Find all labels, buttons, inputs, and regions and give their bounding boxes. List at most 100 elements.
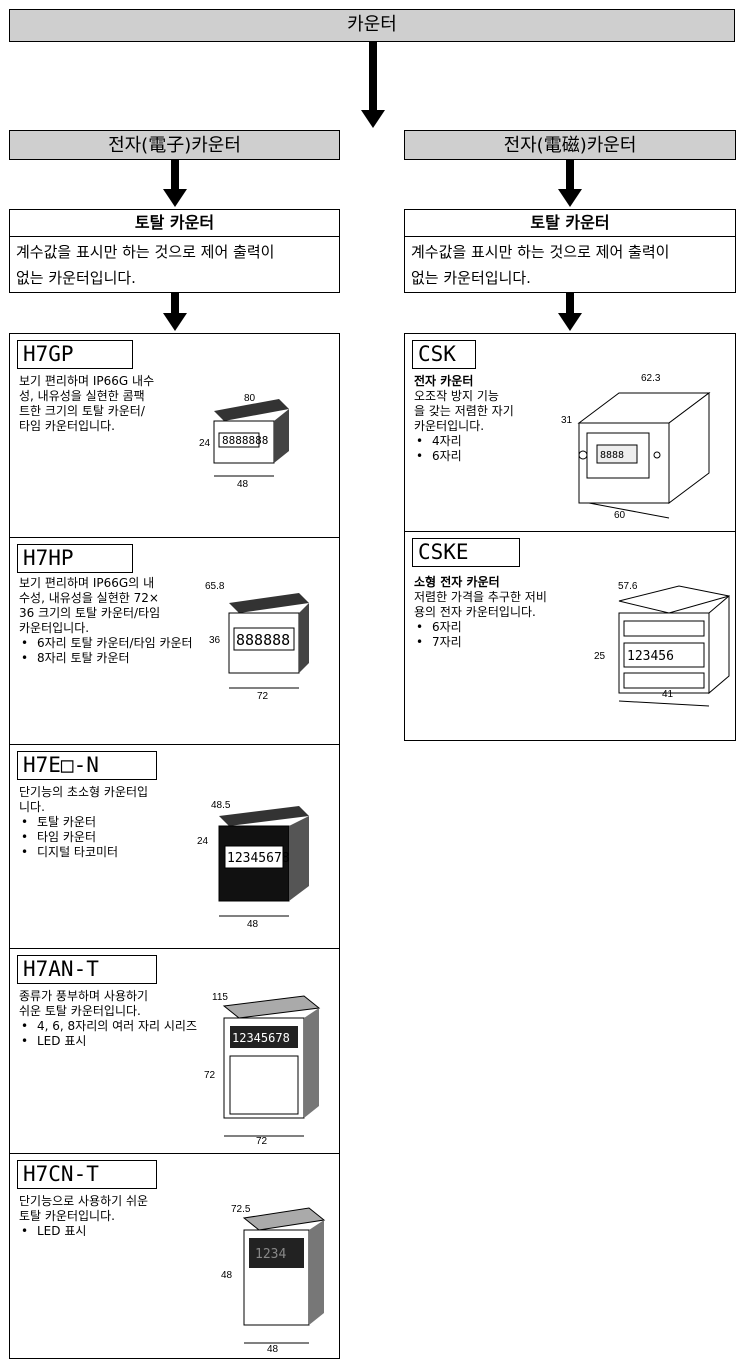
main-arrow-shaft: [369, 42, 377, 110]
right-category-header: 전자(電磁)카운터: [404, 130, 736, 160]
svg-text:12345678: 12345678: [227, 851, 290, 866]
dim-height: 36: [209, 635, 221, 646]
product-h7an-t: H7AN-T 종류가 풍부하며 사용하기 쉬운 토탈 카운터입니다. 4, 6,…: [9, 948, 340, 1153]
dim-width: 80: [244, 393, 256, 404]
bullet-item: 디지털 타코미터: [19, 845, 197, 860]
desc-line: 보기 편리하며 IP66G의 내: [19, 576, 155, 590]
dim-height: 24: [197, 836, 209, 847]
product-description: 종류가 풍부하며 사용하기 쉬운 토탈 카운터입니다. 4, 6, 8자리의 여…: [19, 989, 197, 1049]
desc-line: 보기 편리하며 IP66G 내수: [19, 374, 155, 388]
desc-line: 용의 전자 카운터입니다.: [414, 605, 536, 619]
bullet-item: 6자리 토탈 카운터/타임 카운터: [19, 636, 199, 651]
product-subtitle: 전자 카운터: [414, 374, 474, 388]
svg-text:12345678: 12345678: [232, 1031, 290, 1045]
svg-text:1234: 1234: [255, 1247, 286, 1262]
csk-diagram: 8888 62.3 31 60: [561, 373, 711, 521]
product-cske: CSKE 소형 전자 카운터 저렴한 가격을 추구한 저비 용의 전자 카운터입…: [404, 531, 736, 741]
product-h7e-n: H7E□-N 단기능의 초소형 카운터입 니다. 토탈 카운터 타임 카운터 디…: [9, 744, 340, 948]
bullet-item: 토탈 카운터: [19, 815, 197, 830]
left-arrow-1-head: [163, 189, 187, 207]
h7cn-t-diagram: 1234 72.5 48 48: [221, 1204, 326, 1355]
desc-line: 니다.: [19, 800, 45, 814]
dim-height: 24: [199, 438, 211, 449]
dim-bottom: 48: [247, 919, 259, 930]
left-total-counter-box: 토탈 카운터 계수값을 표시만 하는 것으로 제어 출력이 없는 카운터입니다.: [9, 209, 340, 293]
desc-line: 성, 내유성을 실현한 콤팩: [19, 389, 145, 403]
h7an-t-diagram: 12345678 115 72 72: [204, 992, 321, 1146]
desc-line: 없는 카운터입니다.: [411, 269, 531, 287]
dim-width: 62.3: [641, 373, 661, 384]
desc-line: 종류가 풍부하며 사용하기: [19, 989, 149, 1003]
divider: [9, 948, 340, 949]
product-description: 단기능의 초소형 카운터입 니다. 토탈 카운터 타임 카운터 디지털 타코미터: [19, 785, 197, 860]
dim-bottom: 48: [267, 1344, 279, 1355]
desc-line: 타임 카운터입니다.: [19, 419, 115, 433]
svg-text:8888: 8888: [600, 450, 624, 461]
product-description: 보기 편리하며 IP66G 내수 성, 내유성을 실현한 콤팩 트한 크기의 토…: [19, 374, 197, 434]
desc-line: 단기능으로 사용하기 쉬운: [19, 1194, 149, 1208]
left-arrow-2-head: [163, 313, 187, 331]
desc-line: 수성, 내유성을 실현한 72×: [19, 591, 159, 605]
desc-line: 트한 크기의 토탈 카운터/: [19, 404, 145, 418]
bullet-item: 6자리: [414, 449, 584, 464]
divider: [9, 744, 340, 745]
divider: [404, 531, 736, 532]
right-total-counter-box: 토탈 카운터 계수값을 표시만 하는 것으로 제어 출력이 없는 카운터입니다.: [404, 209, 736, 293]
desc-line: 쉬운 토탈 카운터입니다.: [19, 1004, 141, 1018]
dim-width: 65.8: [205, 581, 225, 592]
h7gp-diagram: 8888888 80 24 48: [199, 393, 289, 490]
cske-diagram: 123456 57.6 25 41: [594, 581, 730, 707]
bullet-item: 4, 6, 8자리의 여러 자리 시리즈: [19, 1019, 197, 1034]
divider: [9, 1153, 340, 1154]
desc-line: 계수값을 표시만 하는 것으로 제어 출력이: [16, 243, 275, 261]
h7e-diagram: 12345678 48.5 24 48: [197, 800, 309, 930]
left-arrow-1-shaft: [171, 160, 179, 190]
product-description: 전자 카운터 오조작 방지 기능 을 갖는 저렴한 자기 카운터입니다. 4자리…: [414, 374, 584, 464]
right-arrow-2-shaft: [566, 293, 574, 313]
product-h7gp: H7GP 보기 편리하며 IP66G 내수 성, 내유성을 실현한 콤팩 트한 …: [9, 333, 340, 537]
product-h7cn-t: H7CN-T 단기능으로 사용하기 쉬운 토탈 카운터입니다. LED 표시 1…: [9, 1153, 340, 1359]
model-label: CSKE: [412, 538, 520, 567]
top-header: 카운터: [9, 9, 735, 42]
model-label: H7HP: [17, 544, 133, 573]
left-box-title: 토탈 카운터: [10, 210, 339, 237]
bullet-item: LED 표시: [19, 1034, 197, 1049]
product-description: 보기 편리하며 IP66G의 내 수성, 내유성을 실현한 72× 36 크기의…: [19, 576, 199, 666]
desc-line: 36 크기의 토탈 카운터/타임: [19, 606, 161, 620]
divider: [9, 537, 340, 538]
desc-line: 계수값을 표시만 하는 것으로 제어 출력이: [411, 243, 670, 261]
dim-bottom: 72: [256, 1136, 268, 1146]
product-description: 단기능으로 사용하기 쉬운 토탈 카운터입니다. LED 표시: [19, 1194, 197, 1239]
desc-line: 저렴한 가격을 추구한 저비: [414, 590, 547, 604]
right-box-desc: 계수값을 표시만 하는 것으로 제어 출력이 없는 카운터입니다.: [405, 237, 735, 293]
dim-bottom: 72: [257, 691, 269, 702]
dim-height: 72: [204, 1070, 216, 1081]
product-csk: CSK 전자 카운터 오조작 방지 기능 을 갖는 저렴한 자기 카운터입니다.…: [404, 333, 736, 531]
right-box-title: 토탈 카운터: [405, 210, 735, 237]
svg-text:123456: 123456: [627, 649, 674, 664]
model-label: H7E□-N: [17, 751, 157, 780]
bullet-item: 6자리: [414, 620, 584, 635]
model-label: H7CN-T: [17, 1160, 157, 1189]
dim-bottom: 60: [614, 510, 626, 521]
dim-width: 115: [212, 992, 228, 1003]
desc-line: 카운터입니다.: [414, 419, 485, 433]
dim-height: 25: [594, 651, 606, 662]
bullet-item: 7자리: [414, 635, 584, 650]
desc-line: 토탈 카운터입니다.: [19, 1209, 115, 1223]
dim-width: 57.6: [618, 581, 638, 592]
left-category-header: 전자(電子)카운터: [9, 130, 340, 160]
bullet-item: 타임 카운터: [19, 830, 197, 845]
product-description: 소형 전자 카운터 저렴한 가격을 추구한 저비 용의 전자 카운터입니다. 6…: [414, 575, 584, 650]
dim-bottom: 48: [237, 479, 249, 490]
dim-width: 48.5: [211, 800, 231, 811]
desc-line: 오조작 방지 기능: [414, 389, 499, 403]
dim-bottom: 41: [662, 689, 674, 700]
dim-height: 48: [221, 1270, 233, 1281]
model-label: CSK: [412, 340, 476, 369]
right-arrow-2-head: [558, 313, 582, 331]
bullet-item: 4자리: [414, 434, 584, 449]
product-subtitle: 소형 전자 카운터: [414, 575, 500, 589]
h7hp-diagram: 888888 65.8 36 72: [205, 581, 309, 702]
product-h7hp: H7HP 보기 편리하며 IP66G의 내 수성, 내유성을 실현한 72× 3…: [9, 537, 340, 744]
